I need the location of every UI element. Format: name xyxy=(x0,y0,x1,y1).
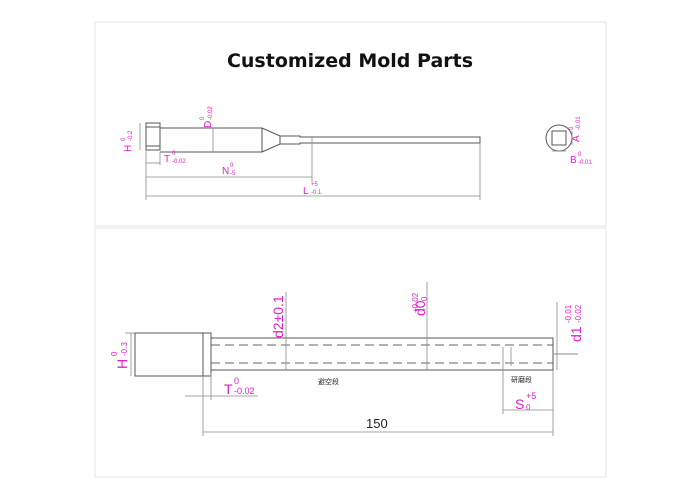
label-t-top: T xyxy=(164,154,170,165)
label-d0-tol-up: +0.02 xyxy=(411,292,420,313)
label-h-bottom-tol-low: -0.3 xyxy=(120,342,129,356)
top-pin-drawing xyxy=(145,122,481,153)
label-s: S xyxy=(515,396,524,412)
label-b-top-tol-up: 0 xyxy=(578,152,582,158)
label-a-top-tol-low: -0.01 xyxy=(576,116,582,130)
label-h-bottom: H xyxy=(114,359,130,369)
label-h-bottom-tol-up: 0 xyxy=(110,351,119,356)
label-t-bottom-tol-low: -0.02 xyxy=(234,386,255,396)
label-l-top: L xyxy=(303,186,309,197)
label-h-top-tol-low: -0.2 xyxy=(128,130,134,141)
label-s-tol-up: +5 xyxy=(526,391,536,401)
top-pin-body xyxy=(160,127,481,153)
sleeve-bore-hidden xyxy=(211,344,553,364)
label-t-top-tol-low: -0.02 xyxy=(172,159,186,165)
top-pin-head xyxy=(145,122,161,151)
top-dimensions xyxy=(139,123,481,200)
label-d0-tol-low: 0 xyxy=(420,296,429,301)
page-title: Customized Mold Parts xyxy=(226,50,474,72)
label-a-top-tol-up: 0 xyxy=(569,126,575,130)
label-s-tol-low: 0 xyxy=(526,403,531,412)
label-h-top: H xyxy=(123,145,134,152)
panel-top-border xyxy=(94,21,607,227)
label-b-top-tol-low: -0.01 xyxy=(578,160,592,166)
label-a-top: A xyxy=(571,135,582,142)
label-d1-tol-low: -0.02 xyxy=(574,304,583,323)
label-d-top: D xyxy=(203,121,214,128)
label-d1-tol-up: -0.01 xyxy=(564,304,573,323)
label-ground-section: 研磨段 xyxy=(511,375,532,384)
top-end-view xyxy=(545,124,573,152)
sleeve-head xyxy=(134,332,204,377)
sleeve-body xyxy=(210,337,554,371)
sleeve-head-step xyxy=(202,332,212,377)
end-view-square xyxy=(551,130,567,146)
label-d-top-tol-up: 0 xyxy=(200,116,206,120)
label-d2: d2±0.1 xyxy=(270,295,286,338)
label-150: 150 xyxy=(366,416,388,431)
label-h-top-tol-up: 0 xyxy=(121,137,127,141)
label-t-bottom-tol-up: 0 xyxy=(234,376,239,386)
label-n-top: N xyxy=(222,166,229,177)
label-l-top-tol-low: -0.1 xyxy=(311,190,322,196)
label-d1: d1 xyxy=(568,326,584,342)
label-t-bottom: T xyxy=(224,381,233,397)
label-n-top-tol-up: 0 xyxy=(230,163,234,169)
label-t-top-tol-up: 0 xyxy=(172,151,176,157)
label-d-top-tol-low: -0.02 xyxy=(208,106,214,120)
label-n-top-tol-low: -5 xyxy=(230,171,236,177)
label-relief-section: 避空段 xyxy=(318,377,339,386)
label-l-top-tol-up: +5 xyxy=(311,182,319,188)
bottom-sleeve-drawing xyxy=(134,332,578,377)
panel-bottom-border xyxy=(94,227,607,478)
label-b-top: B xyxy=(570,155,577,166)
bottom-dimensions xyxy=(125,282,558,436)
label-d0: d0 xyxy=(412,300,428,316)
